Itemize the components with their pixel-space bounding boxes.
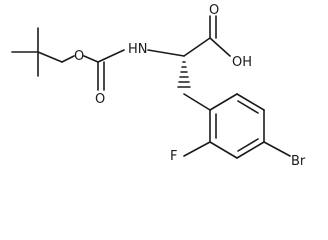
bond: [37, 51, 63, 63]
molecule-structure: HN O O O OH F Br: [11, 3, 306, 169]
bond: [236, 93, 265, 111]
bond: [237, 100, 259, 114]
bond: [83, 55, 99, 63]
bond: [209, 93, 238, 111]
atom-o-ether: O: [74, 49, 84, 64]
bond: [209, 141, 238, 159]
bond: [237, 138, 259, 152]
bond: [263, 141, 291, 157]
bonds: [11, 15, 291, 159]
atom-o-carbonyl-acid: O: [209, 3, 219, 18]
atom-nh: HN: [128, 42, 148, 57]
bond: [236, 141, 265, 159]
bond: [147, 49, 185, 57]
hashed-wedge-bond: [177, 61, 191, 88]
atom-labels: HN O O O OH F Br: [74, 3, 306, 169]
bond: [183, 93, 211, 111]
bond: [61, 55, 75, 63]
atom-br: Br: [291, 154, 306, 169]
bond: [183, 141, 211, 157]
atom-f: F: [170, 149, 177, 164]
atom-oh: OH: [232, 55, 252, 70]
bond: [209, 37, 231, 57]
bond: [97, 49, 125, 63]
bond: [183, 37, 211, 57]
atom-o-carbonyl-carbamate: O: [95, 92, 105, 107]
